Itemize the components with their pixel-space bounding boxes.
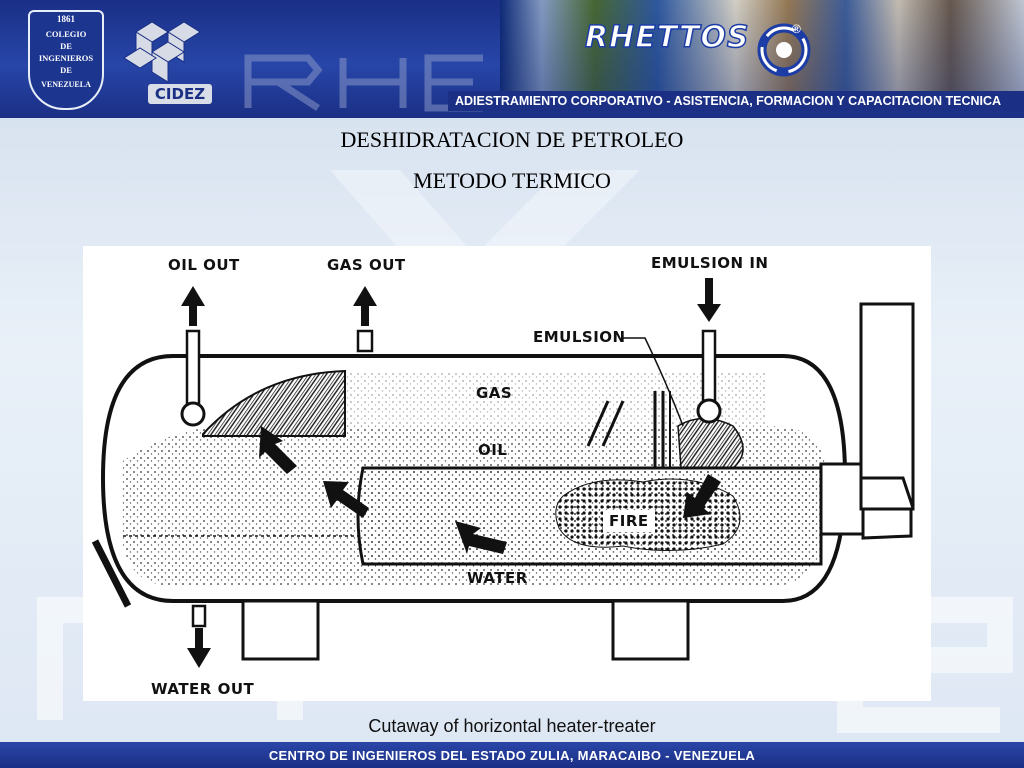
cidez-logo-icon [123,21,201,83]
figure-caption: Cutaway of horizontal heater-treater [368,716,656,736]
oil-out-arrow-icon [181,286,205,306]
slide-subtitle: METODO TERMICO [413,168,611,193]
seal-line: DE [60,41,72,51]
seal-line: INGENIEROS [38,53,94,63]
emulsion-label: EMULSION [533,328,626,346]
flow-arrow-icon [683,474,721,518]
water-label: WATER [467,569,528,587]
heater-treater-diagram: OIL OUT GAS OUT EMULSION IN EMULSION GAS… [83,246,931,701]
seal-year: 1861 [57,14,75,24]
emulsion-in-label: EMULSION IN [651,254,769,272]
flow-arrow-icon [259,426,297,474]
seal-line: COLEGIO [45,29,87,39]
mist-extractor [202,369,346,437]
oil-label: OIL [478,441,508,459]
gas-out-label: GAS OUT [327,256,406,274]
exhaust-stack [859,302,915,511]
flow-arrow-icon [455,521,507,554]
gas-label: GAS [476,384,513,402]
gas-out-arrow-icon [353,286,377,306]
oil-out-label: OIL OUT [168,256,240,274]
gas-region [345,371,765,426]
water-out-label: WATER OUT [151,680,255,698]
flow-arrow-icon [323,481,369,518]
footer-bar [0,742,1024,768]
registered-mark: ® [792,22,801,36]
header-banner: 1861 COLEGIO DE INGENIEROS DE VENEZUELA … [0,0,1024,118]
seal-arc-text: VENEZUELA [41,80,91,89]
emulsion-in-arrow-icon [697,304,721,322]
rhettos-brand: RHETTOS [584,19,750,56]
fire-label: FIRE [609,512,649,530]
rhettos-swirl-icon [757,23,811,77]
water-out-arrow-icon [187,648,211,668]
colegio-seal: 1861 COLEGIO DE INGENIEROS DE VENEZUELA [28,10,104,110]
heater-treater-drawing [91,278,915,668]
header-tagline: ADIESTRAMIENTO CORPORATIVO - ASISTENCIA,… [455,94,1002,108]
emulsion-zone [677,417,744,469]
seal-line: DE [60,65,72,75]
cidez-label: CIDEZ [148,84,212,104]
slide-title: DESHIDRATACION DE PETROLEO [340,127,684,152]
footer-text: CENTRO DE INGENIEROS DEL ESTADO ZULIA, M… [268,748,756,763]
